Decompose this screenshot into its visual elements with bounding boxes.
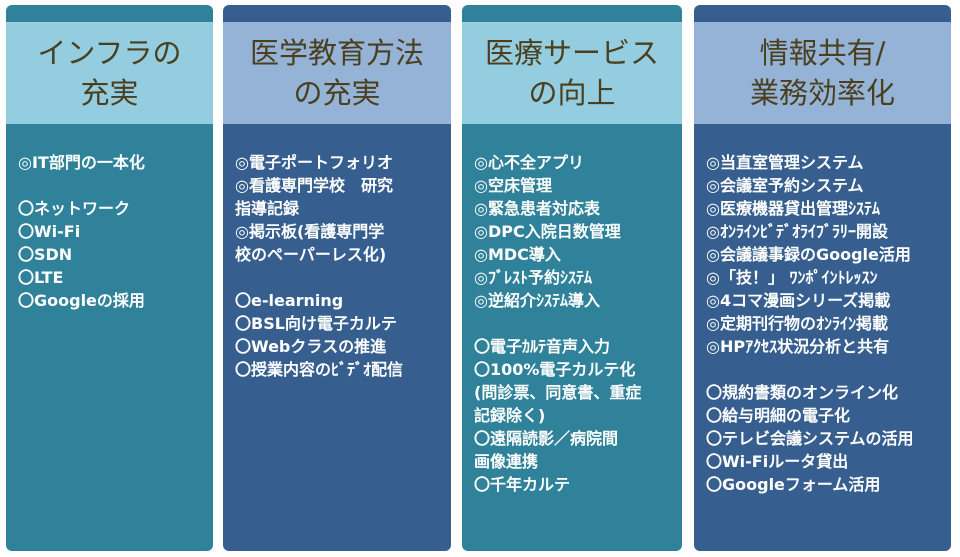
list-item: ◎会議室予約システム xyxy=(706,176,864,195)
list-item: ◎定期刊行物のｵﾝﾗｲﾝ掲載 xyxy=(706,314,888,333)
column-2: 医学教育方法 の充実 ◎電子ポートフォリオ ◎看護専門学校 研究指導記録 ◎掲示板(看… xyxy=(223,5,451,551)
list-item: ◎IT部門の一本化 xyxy=(18,153,145,172)
list-item: ◎当直室管理システム xyxy=(706,153,864,172)
list-item: 画像連携 xyxy=(474,452,539,471)
list-item: 校のペーパーレス化) xyxy=(235,245,387,264)
column-title: 医学教育方法 の充実 xyxy=(223,22,451,124)
column-body: ◎電子ポートフォリオ ◎看護専門学校 研究指導記録 ◎掲示板(看護専門学校のペーパー… xyxy=(235,151,445,381)
list-item: ◎空床管理 xyxy=(474,176,552,195)
list-item: ◎掲示板(看護専門学 xyxy=(235,222,385,241)
column-4: 情報共有/ 業務効率化 ◎当直室管理システム ◎会議室予約システム ◎医療機器貸出管理… xyxy=(694,5,951,551)
list-item: 〇Webクラスの推進 xyxy=(235,337,387,356)
list-item: 〇Googleフォーム活用 xyxy=(706,475,881,494)
list-item: 〇e-learning xyxy=(235,291,344,310)
list-item: 〇千年カルテ xyxy=(474,475,571,494)
list-item: 〇100%電子カルテ化 xyxy=(474,360,636,379)
column-body: ◎当直室管理システム ◎会議室予約システム ◎医療機器貸出管理ｼｽﾃﾑ ◎ｵﾝﾗｲﾝﾋ… xyxy=(706,151,945,496)
list-item: ◎医療機器貸出管理ｼｽﾃﾑ xyxy=(706,199,880,218)
list-item: 〇授業内容のﾋﾞﾃﾞｵ配信 xyxy=(235,360,404,379)
list-item: ◎心不全アプリ xyxy=(474,153,584,172)
list-item: ◎DPC入院日数管理 xyxy=(474,222,621,241)
list-item: 〇電子ｶﾙﾃ音声入力 xyxy=(474,337,611,356)
list-item: 〇給与明細の電子化 xyxy=(706,406,851,425)
column-body: ◎心不全アプリ ◎空床管理 ◎緊急患者対応表 ◎DPC入院日数管理 ◎MDC導入 ◎ﾌﾞﾚ… xyxy=(474,151,676,496)
list-item: 〇LTE xyxy=(18,268,64,287)
list-item: ◎4コマ漫画シリーズ掲載 xyxy=(706,291,891,310)
list-item: 〇遠隔読影／病院間 xyxy=(474,429,619,448)
list-item: 指導記録 xyxy=(235,199,300,218)
column-1: インフラの 充実 ◎IT部門の一本化〇ネットワーク〇Wi-Fi 〇SDN 〇LTE 〇G… xyxy=(6,5,213,551)
list-item: 〇ネットワーク xyxy=(18,199,131,218)
column-title: 医療サービス の向上 xyxy=(462,22,682,124)
list-item: 〇Wi-Fiルータ貸出 xyxy=(706,452,849,471)
list-item: ◎逆紹介ｼｽﾃﾑ導入 xyxy=(474,291,600,310)
list-item: (問診票、同意書、重症 xyxy=(474,383,642,402)
list-item: ◎電子ポートフォリオ xyxy=(235,153,393,172)
list-item: ◎緊急患者対応表 xyxy=(474,199,600,218)
list-item: 記録除く) xyxy=(474,406,546,425)
list-item: ◎「技！」 ﾜﾝﾎﾟｲﾝﾄﾚｯｽﾝ xyxy=(706,268,878,287)
list-item: ◎MDC導入 xyxy=(474,245,561,264)
column-3: 医療サービス の向上 ◎心不全アプリ ◎空床管理 ◎緊急患者対応表 ◎DPC入院日数管理… xyxy=(462,5,682,551)
list-item: ◎ｵﾝﾗｲﾝﾋﾞﾃﾞｵﾗｲﾌﾞﾗﾘｰ開設 xyxy=(706,222,888,241)
list-item: ◎会議議事録のGoogle活用 xyxy=(706,245,911,264)
list-item: 〇SDN xyxy=(18,245,73,264)
column-title: 情報共有/ 業務効率化 xyxy=(694,22,951,124)
list-item: 〇テレビ会議システムの活用 xyxy=(706,429,914,448)
list-item: 〇Googleの採用 xyxy=(18,291,145,310)
list-item: 〇BSL向け電子カルテ xyxy=(235,314,397,333)
column-title: インフラの 充実 xyxy=(6,22,213,124)
list-item: 〇Wi-Fi xyxy=(18,222,81,241)
list-item: ◎HPｱｸｾｽ状況分析と共有 xyxy=(706,337,890,356)
list-item: 〇規約書類のオンライン化 xyxy=(706,383,899,402)
list-item: ◎看護専門学校 研究 xyxy=(235,176,393,195)
column-body: ◎IT部門の一本化〇ネットワーク〇Wi-Fi 〇SDN 〇LTE 〇Googleの採用 xyxy=(18,151,207,312)
list-item: ◎ﾌﾞﾚｽﾄ予約ｼｽﾃﾑ xyxy=(474,268,592,287)
